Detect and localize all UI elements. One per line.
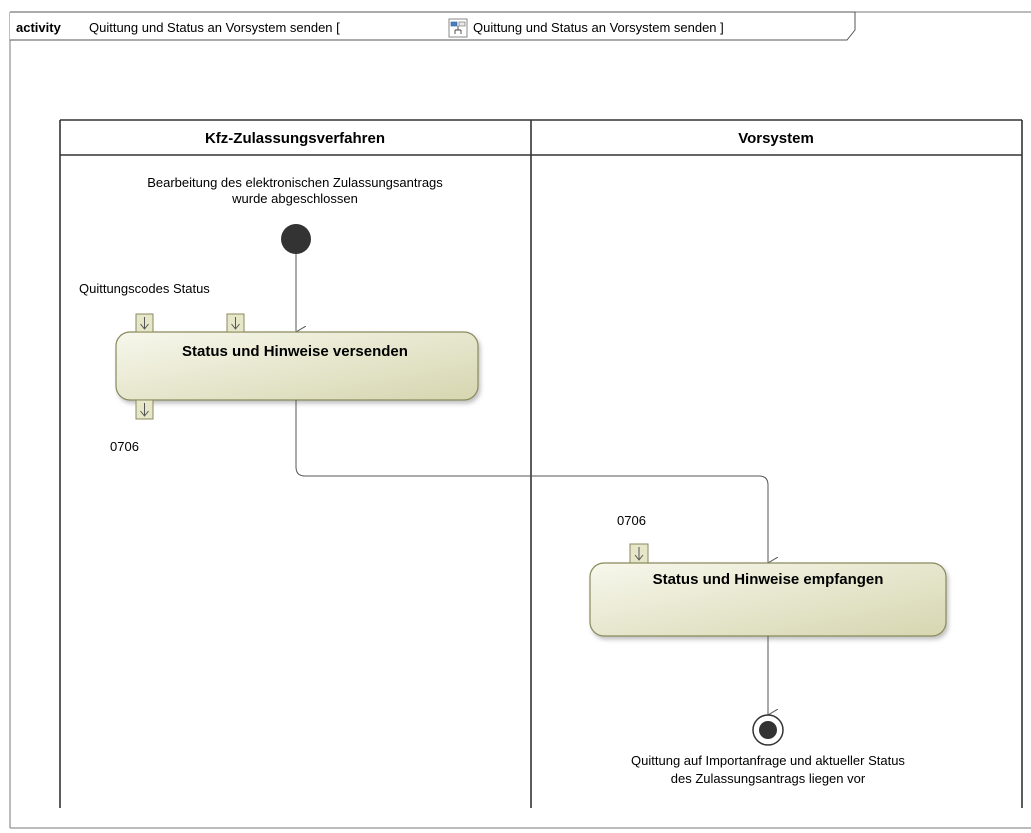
final-node-label-line1: Quittung auf Importanfrage und aktueller… <box>631 753 905 768</box>
activity-final-node[interactable] <box>752 714 784 746</box>
output-pin-0706[interactable] <box>135 399 154 420</box>
activity-frame <box>9 11 1031 829</box>
activity-diagram-icon[interactable] <box>448 18 468 38</box>
input-pin-0706-empfangen[interactable] <box>629 543 649 564</box>
frame-title: Quittung und Status an Vorsystem senden … <box>89 20 340 35</box>
initial-node[interactable] <box>281 224 311 254</box>
input-pin-status[interactable] <box>226 313 245 333</box>
frame-diagram-ref[interactable]: Quittung und Status an Vorsystem senden … <box>473 20 724 35</box>
action-status-versenden-label: Status und Hinweise versenden <box>182 343 408 360</box>
initial-node-label-line1: Bearbeitung des elektronischen Zulassung… <box>147 175 443 190</box>
frame-name-tab <box>10 11 856 41</box>
action-status-versenden[interactable] <box>115 331 479 401</box>
swimlane-header-kfz: Kfz-Zulassungsverfahren <box>205 130 385 147</box>
swimlane-partition <box>59 119 1023 808</box>
input-pins-label: Quittungscodes Status <box>79 281 210 296</box>
final-node-label-line2: des Zulassungsantrags liegen vor <box>671 771 866 786</box>
control-flow-send-to-receive <box>295 400 768 563</box>
action-status-empfangen-label: Status und Hinweise empfangen <box>653 571 884 588</box>
input-pin-label-empfangen: 0706 <box>617 513 646 528</box>
output-pin-label: 0706 <box>110 439 139 454</box>
swimlane-header-vorsystem: Vorsystem <box>738 130 814 147</box>
frame-keyword: activity <box>16 20 62 35</box>
input-pin-quittungscodes[interactable] <box>135 313 154 333</box>
initial-node-label-line2: wurde abgeschlossen <box>231 191 358 206</box>
